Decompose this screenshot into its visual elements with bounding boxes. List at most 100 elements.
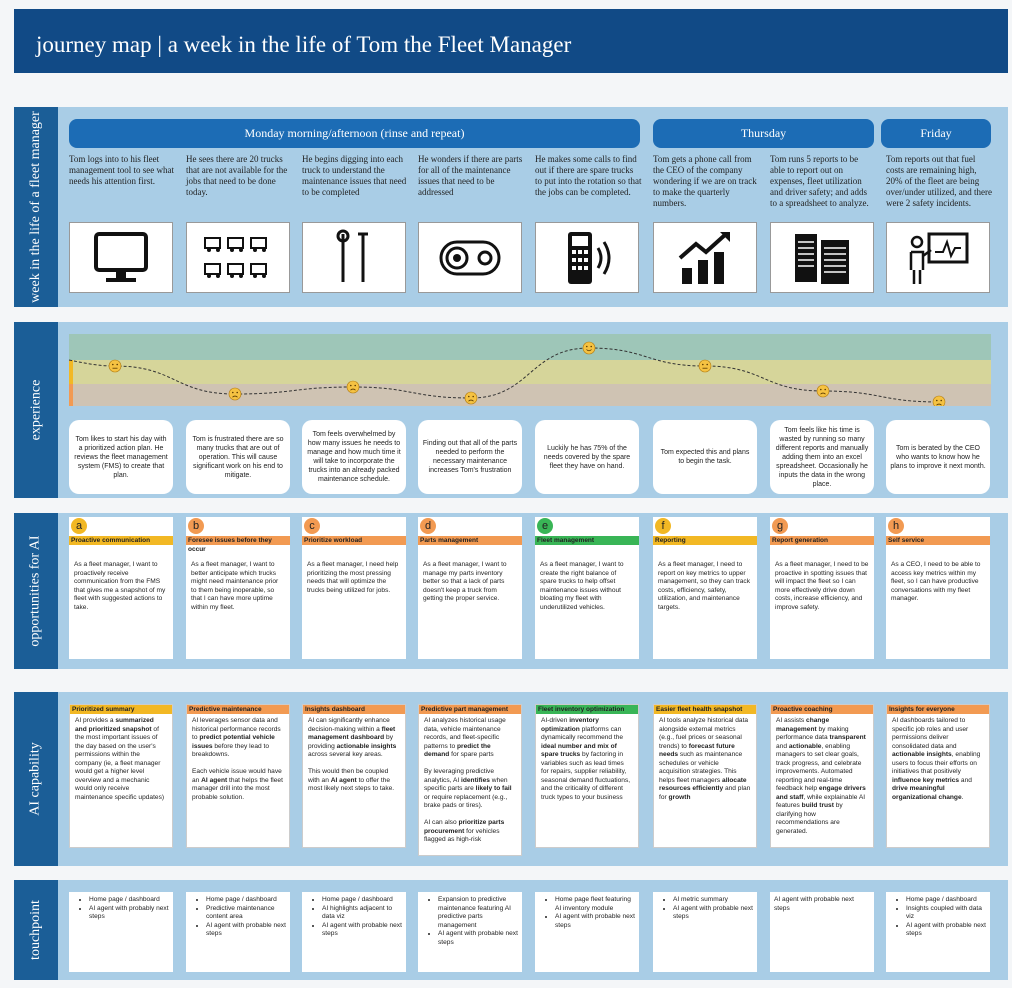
experience-note: Luckily he has 75% of the needs covered … bbox=[535, 420, 639, 494]
page-title: journey map | a week in the life of Tom … bbox=[14, 9, 1008, 73]
touchpoint-item: AI agent with probable next steps bbox=[774, 896, 854, 912]
opportunity-tag: d bbox=[420, 518, 436, 534]
parts-icon bbox=[418, 222, 522, 293]
opportunity-title: Reporting bbox=[653, 536, 757, 545]
happy-face-icon bbox=[582, 341, 596, 355]
opportunity-title: Proactive communication bbox=[69, 536, 173, 545]
touchpoint-item: Insights coupled with data viz bbox=[906, 905, 986, 922]
step-text: Tom reports out that fuel costs are rema… bbox=[886, 154, 992, 208]
step-text: He begins digging into each truck to und… bbox=[302, 154, 407, 197]
capability-card: Easier fleet health snapshot AI tools an… bbox=[653, 704, 757, 848]
step-text: Tom gets a phone call from the CEO of th… bbox=[653, 154, 757, 208]
emotion-axis-top bbox=[69, 360, 73, 384]
row-label-week: week in the life of a fleet manager bbox=[14, 107, 58, 307]
opportunity-text: As a fleet manager, I need help prioriti… bbox=[307, 561, 399, 594]
opportunity-card: b Foresee issues before they occur As a … bbox=[186, 517, 290, 659]
touchpoint-item: Home page / dashboard bbox=[89, 896, 169, 905]
emotion-line bbox=[69, 347, 940, 403]
touchpoint-card: Home page / dashboardInsights coupled wi… bbox=[886, 892, 990, 972]
opportunity-text: As a fleet manager, I need to report on … bbox=[658, 561, 750, 611]
opportunity-tag: f bbox=[655, 518, 671, 534]
step-text: He sees there are 20 trucks that are not… bbox=[186, 154, 288, 197]
experience-row: experience Tom likes to start his day wi… bbox=[14, 322, 1008, 498]
touchpoint-item: AI agent with probable next steps bbox=[906, 922, 986, 939]
capability-title: Predictive part management bbox=[419, 705, 521, 714]
touchpoint-item: AI agent with probable next steps bbox=[673, 905, 753, 922]
capability-card: Insights dashboard AI can significantly … bbox=[302, 704, 406, 848]
phase-monday: Monday morning/afternoon (rinse and repe… bbox=[69, 119, 640, 148]
monitor-icon bbox=[69, 222, 173, 293]
opportunity-text: As a fleet manager, I need to be proacti… bbox=[775, 561, 869, 611]
opportunity-text: As a fleet manager, I want to proactivel… bbox=[74, 561, 166, 611]
step-text: Tom logs into to his fleet management to… bbox=[69, 154, 174, 186]
capability-text: AI can significantly enhance decision-ma… bbox=[308, 717, 397, 792]
touchpoint-item: Home page fleet featuring AI inventory m… bbox=[555, 896, 635, 913]
emotion-axis-bottom bbox=[69, 384, 73, 406]
experience-note: Finding out that all of the parts needed… bbox=[418, 420, 522, 494]
touchpoint-item: Expansion to predictive maintenance feat… bbox=[438, 896, 518, 930]
row-label-experience: experience bbox=[14, 322, 58, 498]
step-text: He wonders if there are parts for all of… bbox=[418, 154, 523, 197]
opportunity-title: Fleet management bbox=[535, 536, 639, 545]
sad-face-icon bbox=[816, 384, 830, 398]
sad-face-icon bbox=[346, 380, 360, 394]
capability-text: AI assists change management by making p… bbox=[776, 717, 866, 835]
opportunity-card: d Parts management As a fleet manager, I… bbox=[418, 517, 522, 659]
reports-icon bbox=[770, 222, 874, 293]
emotion-chart bbox=[69, 334, 991, 406]
opportunities-row: opportunities for AI a Proactive communi… bbox=[14, 513, 1008, 669]
presenter-icon bbox=[886, 222, 990, 293]
touchpoint-item: Predictive maintenance content area bbox=[206, 905, 286, 922]
touchpoint-item: Home page / dashboard bbox=[322, 896, 402, 905]
capability-text: AI provides a summarized and prioritized… bbox=[75, 717, 165, 801]
opportunity-card: f Reporting As a fleet manager, I need t… bbox=[653, 517, 757, 659]
sad-face-icon bbox=[464, 391, 478, 405]
capability-card: Fleet inventory optimization AI-driven i… bbox=[535, 704, 639, 848]
touchpoint-item: AI agent with probable next steps bbox=[438, 930, 518, 947]
capability-title: Insights dashboard bbox=[303, 705, 405, 714]
step-text: Tom runs 5 reports to be able to report … bbox=[770, 154, 869, 208]
touchpoint-item: AI highlights adjacent to data viz bbox=[322, 905, 402, 922]
capability-card: Predictive part management AI analyzes h… bbox=[418, 704, 522, 856]
opportunity-tag: h bbox=[888, 518, 904, 534]
opportunity-text: As a fleet manager, I want to manage my … bbox=[423, 561, 507, 602]
capability-title: Fleet inventory optimization bbox=[536, 705, 638, 714]
capability-text: AI leverages sensor data and historical … bbox=[192, 717, 283, 801]
capability-text: AI-driven inventory optimization platfor… bbox=[541, 717, 631, 801]
step-text: He makes some calls to find out if there… bbox=[535, 154, 642, 197]
capability-row: AI capability Prioritized summary AI pro… bbox=[14, 692, 1008, 866]
row-label-touchpoint: touchpoint bbox=[14, 880, 58, 980]
opportunity-title: Report generation bbox=[770, 536, 874, 545]
experience-note: Tom expected this and plans to begin the… bbox=[653, 420, 757, 494]
touchpoint-item: Home page / dashboard bbox=[206, 896, 286, 905]
capability-card: Proactive coaching AI assists change man… bbox=[770, 704, 874, 848]
experience-note: Tom is berated by the CEO who wants to k… bbox=[886, 420, 990, 494]
capability-text: AI analyzes historical usage data, vehic… bbox=[424, 717, 512, 843]
capability-title: Proactive coaching bbox=[771, 705, 873, 714]
capability-card: Prioritized summary AI provides a summar… bbox=[69, 704, 173, 848]
opportunity-title: Self service bbox=[886, 536, 990, 545]
opportunity-text: As a CEO, I need to be able to access ke… bbox=[891, 561, 981, 602]
phone-icon bbox=[535, 222, 639, 293]
opportunity-card: a Proactive communication As a fleet man… bbox=[69, 517, 173, 659]
opportunity-tag: c bbox=[304, 518, 320, 534]
touchpoint-card: Home page fleet featuring AI inventory m… bbox=[535, 892, 639, 972]
experience-note: Tom feels like his time is wasted by run… bbox=[770, 420, 874, 494]
opportunity-tag: a bbox=[71, 518, 87, 534]
opportunity-tag: b bbox=[188, 518, 204, 534]
sad-face-icon bbox=[932, 395, 946, 406]
emotion-band-negative bbox=[69, 384, 991, 406]
row-label-opportunities: opportunities for AI bbox=[14, 513, 58, 669]
opportunity-card: e Fleet management As a fleet manager, I… bbox=[535, 517, 639, 659]
touchpoint-card: AI agent with probable next steps bbox=[770, 892, 874, 972]
opportunity-card: g Report generation As a fleet manager, … bbox=[770, 517, 874, 659]
touchpoint-item: AI agent with probable next steps bbox=[322, 922, 402, 939]
week-row: week in the life of a fleet manager Mond… bbox=[14, 107, 1008, 307]
capability-card: Insights for everyone AI dashboards tail… bbox=[886, 704, 990, 848]
capability-title: Insights for everyone bbox=[887, 705, 989, 714]
touchpoint-card: Expansion to predictive maintenance feat… bbox=[418, 892, 522, 972]
experience-note: Tom is frustrated there are so many truc… bbox=[186, 420, 290, 494]
opportunity-tag: g bbox=[772, 518, 788, 534]
